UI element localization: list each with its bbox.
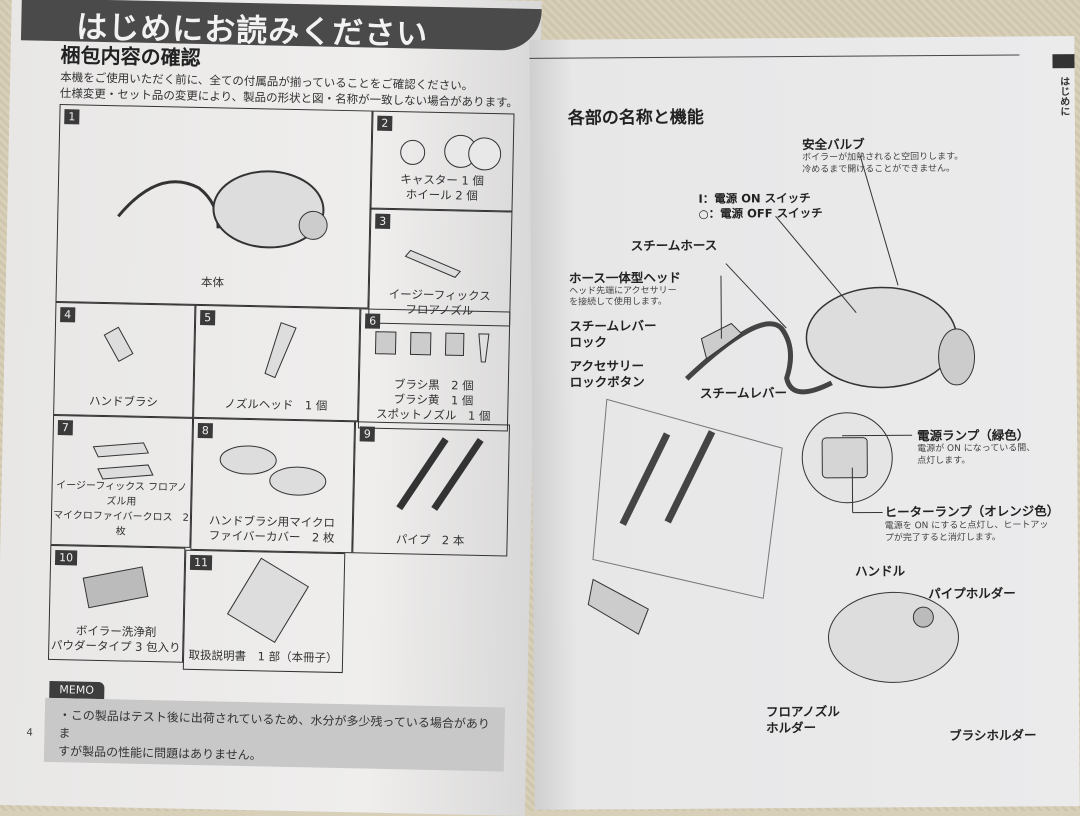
item-label: キャスター 1 個 ホイール 2 個 (372, 172, 513, 205)
item-cell-5: 5 ノズルヘッド 1 個 (193, 305, 360, 421)
hose-head-desc: を接続して使用します。 (569, 296, 667, 309)
safety-valve-desc: ボイラーが加熱されると空回りします。 (802, 151, 963, 164)
heater-lamp-label: ヒーターランプ（オレンジ色） (885, 502, 1060, 520)
item-label: ボイラー洗浄剤 パウダータイプ 3 包入り (49, 623, 183, 656)
left-page: はじめにお読みください 梱包内容の確認 本機をご使用いただく前に、全ての付属品が… (0, 0, 542, 816)
power-lamp-desc: 電源が ON になっている間、 (917, 442, 1035, 455)
heater-lamp-desc: 電源を ON にすると点灯し、ヒートアッ (885, 519, 1049, 532)
item-cell-4: 4 ハンドブラシ (53, 302, 195, 418)
item-label: ハンドブラシ用マイクロ ファイバーカバー 2 枚 (191, 513, 352, 546)
heater-lamp-desc: プが完了すると消灯します。 (885, 532, 1001, 545)
floor-nozzle-holder-label: フロアノズル (766, 703, 840, 721)
power-lamp-desc: 点灯します。 (917, 455, 970, 467)
item-cell-10: 10 ボイラー洗浄剤 パウダータイプ 3 包入り (48, 545, 185, 663)
steam-lever-lock-label: ロック (569, 333, 607, 350)
steam-lever-label: スチームレバー (700, 384, 787, 402)
item-cell-1: 1 本体 (55, 104, 372, 309)
item-cell-2: 2 キャスター 1 個 ホイール 2 個 (371, 111, 515, 212)
memo-box: ・この製品はテスト後に出荷されているため、水分が多少残っている場合がありま すが… (44, 698, 505, 772)
safety-valve-label: 安全バルブ (802, 136, 865, 153)
safety-valve-desc: 冷めるまで開けることができません。 (802, 163, 955, 176)
handle-label: ハンドル (855, 562, 905, 579)
power-off-switch-label: ○：電源 OFF スイッチ (698, 205, 822, 223)
item-cell-11: 11 取扱説明書 1 部（本冊子） (183, 550, 345, 673)
item-cell-7: 7 イージーフィックス フロアノズル用 マイクロファイバークロス 2 枚 (50, 415, 193, 548)
page-number: 4 (26, 727, 33, 738)
accessory-lock-label: ロックボタン (570, 373, 645, 391)
floor-nozzle-holder-label: ホルダー (766, 719, 816, 736)
accessory-lock-label: アクセサリー (570, 357, 645, 375)
right-page: はじめに 各部の名称と機能 安全バルブ ボイラーが加熱されると空回りします。 冷… (529, 36, 1079, 810)
item-label: ブラシ黒 2 個 ブラシ黄 1 個 スポットノズル 1 個 (359, 376, 508, 424)
power-lamp-label: 電源ランプ（緑色） (917, 426, 1029, 444)
memo-label: MEMO (49, 681, 104, 699)
steam-hose-label: スチームホース (631, 237, 718, 255)
item-cell-8: 8 ハンドブラシ用マイクロ ファイバーカバー 2 枚 (190, 418, 355, 553)
pipe-holder-label: パイプホルダー (928, 585, 1016, 603)
item-cell-9: 9 パイプ 2 本 (352, 421, 510, 556)
steam-lever-lock-label: スチームレバー (569, 317, 656, 335)
section-title: 梱包内容の確認 (60, 39, 201, 71)
item-cell-6: 6 ブラシ黒 2 個 ブラシ黄 1 個 スポットノズル 1 個 (358, 308, 510, 431)
brush-holder-label: ブラシホルダー (949, 726, 1036, 744)
item-label: パイプ 2 本 (353, 531, 506, 549)
hose-head-label: ホース一体型ヘッド (569, 269, 681, 287)
item-label: イージーフィックス フロアノズル用 マイクロファイバークロス 2 枚 (52, 478, 191, 541)
item-label: ハンドブラシ (54, 393, 192, 411)
